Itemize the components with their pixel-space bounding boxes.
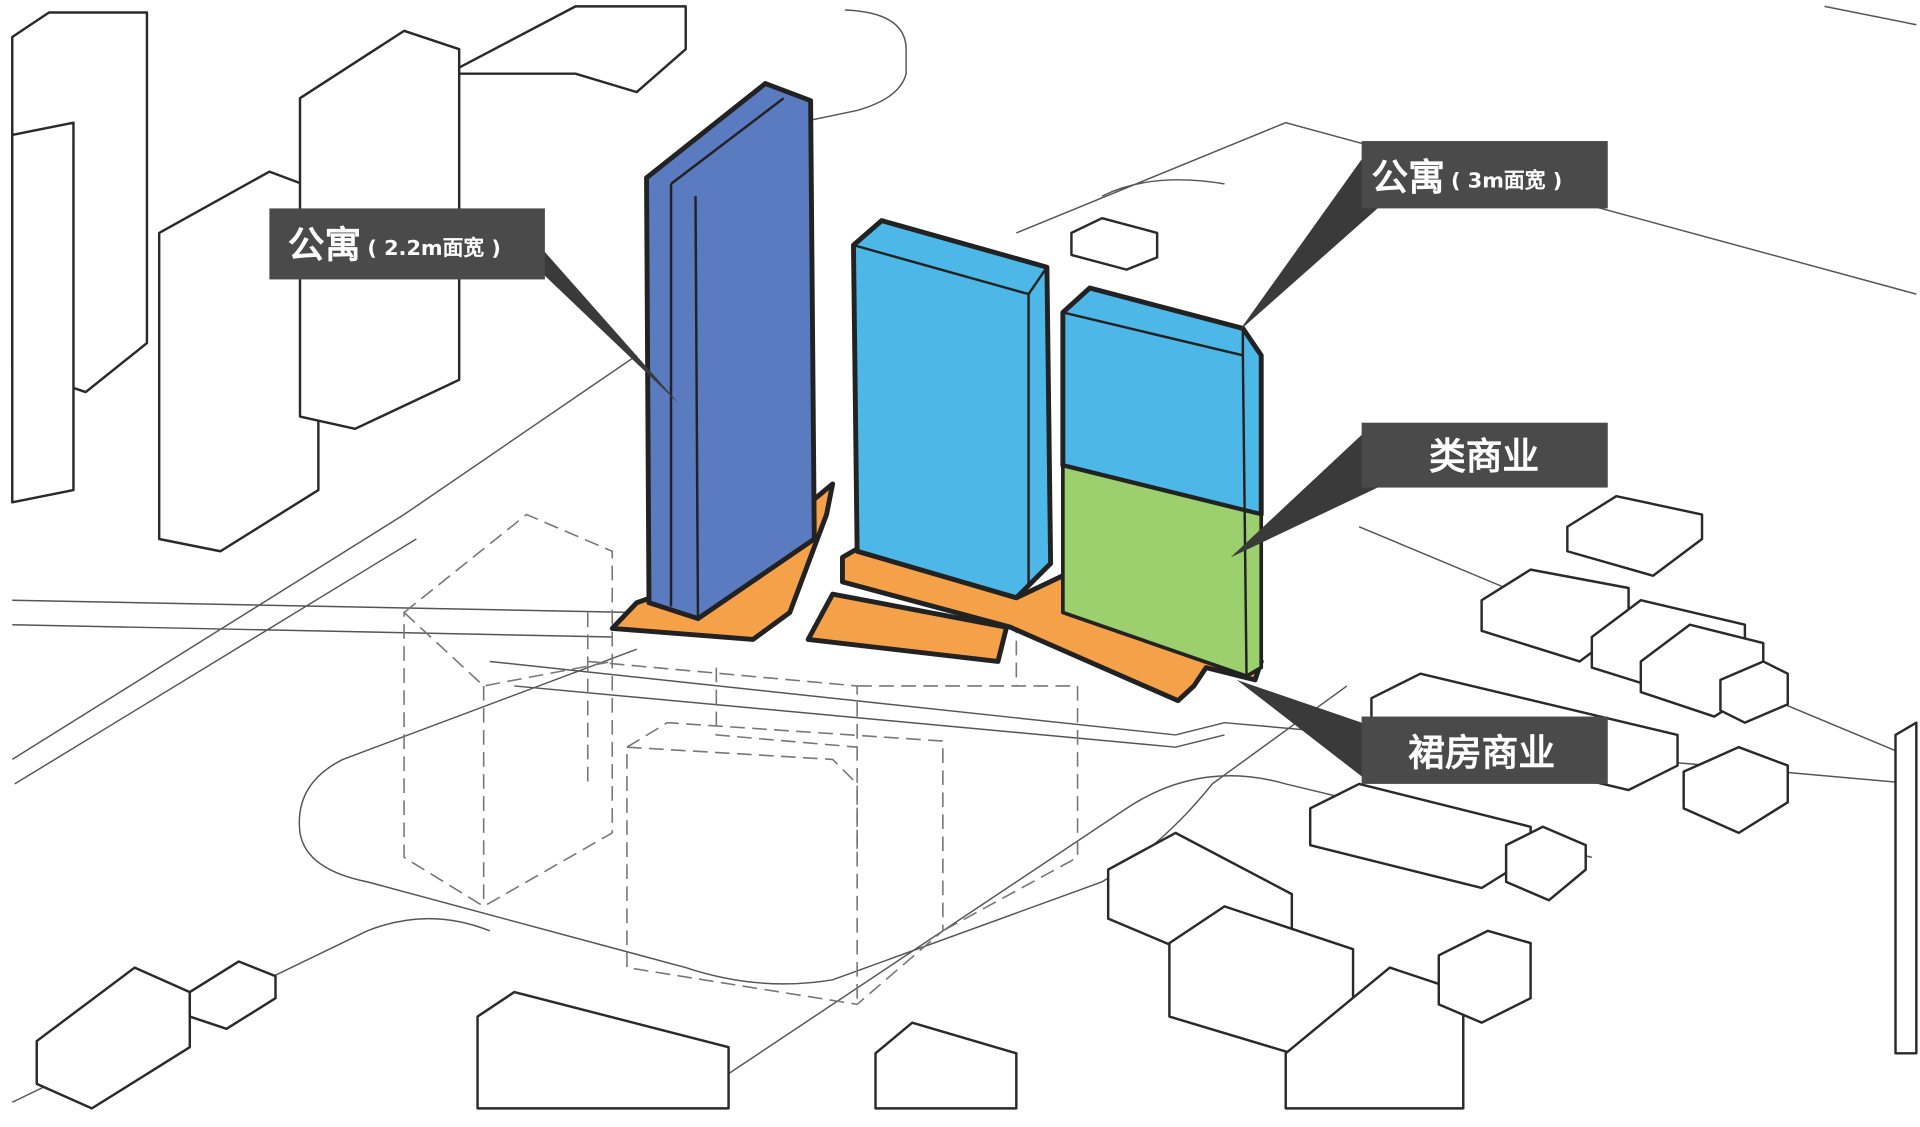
podium-commercial-massing xyxy=(609,481,1264,704)
label-apartment-main: 公寓 xyxy=(288,223,361,266)
label-podium-commercial: 裙房商业 xyxy=(1408,732,1555,775)
tower-apartment-3m-right xyxy=(1060,285,1264,678)
callout-apartment-3m: 公寓 ( 3m面宽 ) xyxy=(1239,141,1608,331)
callout-quasi-commercial: 类商业 xyxy=(1230,422,1608,558)
tower-apartment-2-2m xyxy=(644,81,817,622)
tower-apartment-3m-middle xyxy=(851,218,1054,601)
label-apartment-sub: ( 2.2m面宽 ) xyxy=(367,236,501,260)
dashed-buildings xyxy=(403,513,1079,1006)
label-apartment-sub: ( 3m面宽 ) xyxy=(1451,169,1562,193)
callout-podium-commercial: 裙房商业 xyxy=(1236,679,1608,784)
quasi-commercial-massing xyxy=(1061,463,1264,678)
label-apartment-main: 公寓 xyxy=(1371,156,1444,199)
label-quasi-commercial: 类商业 xyxy=(1429,435,1539,478)
